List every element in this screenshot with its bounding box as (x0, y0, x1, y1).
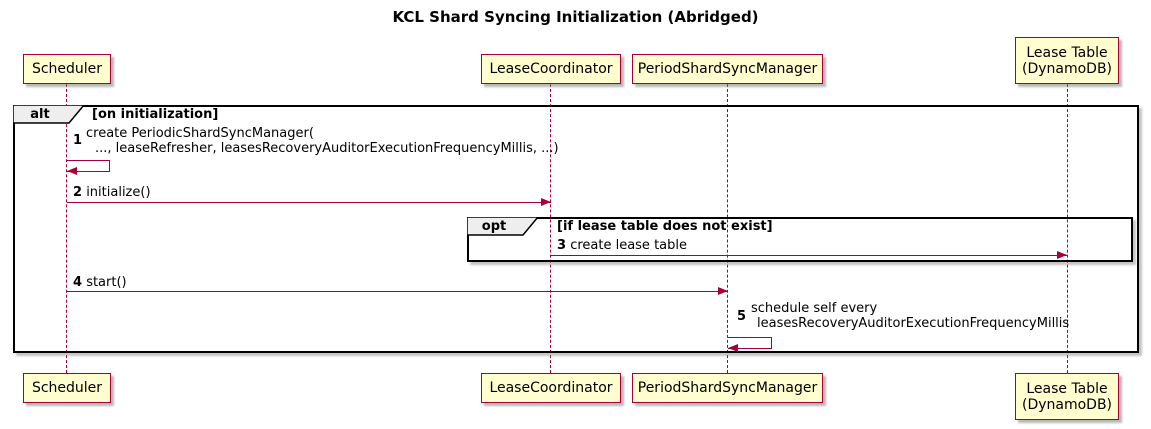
message-2-arrow (67, 202, 551, 203)
message-1-text-line2: ..., leaseRefresher, leasesRecoveryAudit… (95, 141, 559, 156)
message-2-number: 2 (73, 185, 83, 200)
opt-frame-pentagon-icon (467, 217, 539, 236)
message-1-arrowhead-icon (67, 167, 77, 175)
message-2-text: initialize() (86, 185, 151, 200)
lifeline-periodshardsyncmanager (727, 84, 728, 373)
lifeline-scheduler (66, 84, 67, 373)
message-4-number: 4 (73, 275, 83, 290)
participant-scheduler-bottom: Scheduler (23, 373, 111, 403)
lifeline-leasecoordinator (550, 84, 551, 373)
message-1-text-line1: create PeriodicShardSyncManager( (86, 126, 314, 141)
opt-frame-condition: [if lease table does not exist] (557, 219, 773, 234)
message-5-arrowhead-icon (728, 344, 738, 352)
message-5-text-line2: leasesRecoveryAuditorExecutionFrequencyM… (757, 316, 1070, 331)
participant-leasecoordinator-top: LeaseCoordinator (481, 54, 621, 84)
opt-frame (467, 217, 1133, 262)
message-3-arrow (551, 255, 1067, 256)
participant-scheduler-top: Scheduler (23, 54, 111, 84)
message-5-number: 5 (737, 309, 747, 324)
participant-leasecoordinator-bottom: LeaseCoordinator (481, 373, 621, 403)
opt-frame-label: opt (481, 219, 507, 234)
message-1-number: 1 (73, 133, 83, 148)
message-3-text: create lease table (570, 238, 687, 253)
participant-label: LeaseCoordinator (489, 61, 613, 77)
participant-lease-table-bottom: Lease Table (DynamoDB) (1015, 373, 1119, 420)
message-2-arrowhead-icon (541, 198, 551, 206)
message-4-label: 4 start() (73, 276, 127, 290)
diagram-title: KCL Shard Syncing Initialization (Abridg… (392, 8, 759, 26)
participant-label: LeaseCoordinator (489, 380, 613, 396)
message-3-number: 3 (557, 238, 567, 253)
message-4-arrow (67, 291, 728, 292)
participant-label: Lease Table (DynamoDB) (1021, 380, 1113, 413)
participant-periodshardsyncmanager-bottom: PeriodShardSyncManager (632, 373, 823, 403)
message-3-arrowhead-icon (1057, 251, 1067, 259)
participant-label: Scheduler (31, 380, 103, 396)
participant-label: Scheduler (31, 61, 103, 77)
alt-frame-pentagon-icon (13, 105, 85, 124)
participant-label: PeriodShardSyncManager (637, 61, 818, 77)
message-2-label: 2 initialize() (73, 186, 151, 200)
alt-frame-condition: [on initialization] (92, 107, 219, 122)
alt-frame-label: alt (30, 107, 50, 122)
participant-label: Lease Table (DynamoDB) (1021, 44, 1113, 77)
message-4-arrowhead-icon (718, 287, 728, 295)
message-1-self-arrow (67, 160, 110, 172)
message-5-self-arrow (728, 337, 772, 349)
message-3-label: 3 create lease table (557, 239, 687, 253)
participant-lease-table-top: Lease Table (DynamoDB) (1015, 37, 1119, 84)
participant-label: PeriodShardSyncManager (637, 380, 818, 396)
message-4-text: start() (86, 275, 127, 290)
alt-frame (13, 105, 1139, 353)
message-5-text-line1: schedule self every (751, 301, 878, 316)
participant-periodshardsyncmanager-top: PeriodShardSyncManager (632, 54, 823, 84)
lifeline-lease-table (1067, 84, 1068, 373)
